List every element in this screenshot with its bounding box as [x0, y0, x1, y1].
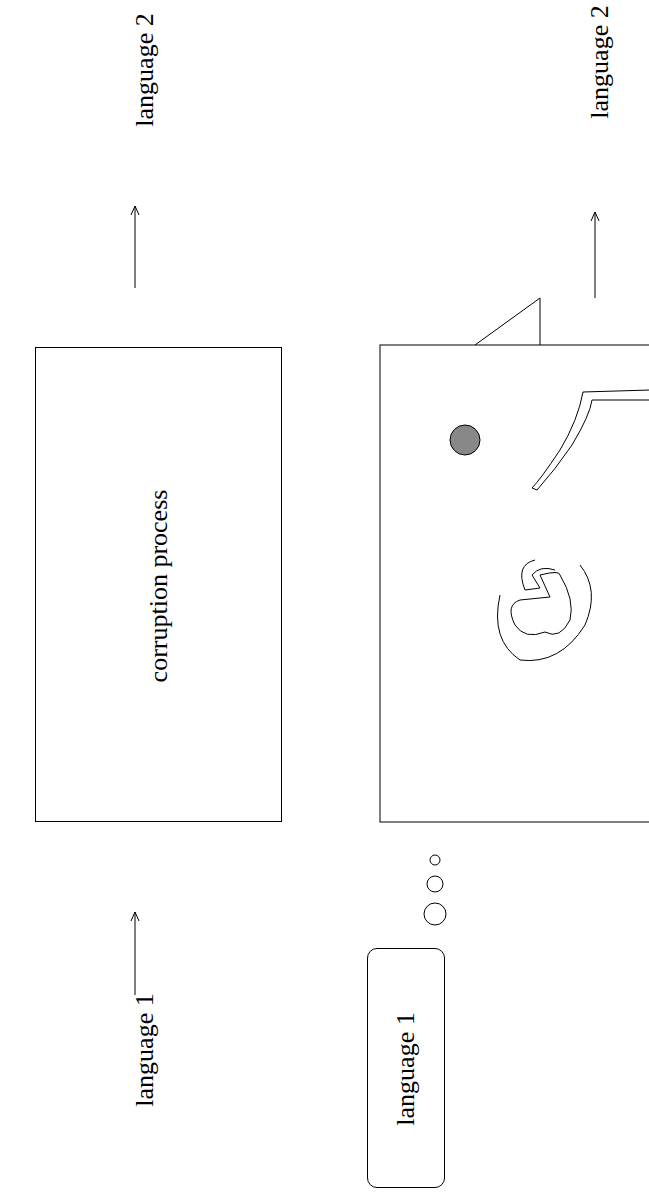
- face-mouth: [511, 573, 571, 635]
- flow-arrow: [595, 212, 596, 298]
- flow-arrow: [135, 912, 136, 995]
- node-text: corruption process: [146, 489, 172, 682]
- thought-box: language 1: [367, 948, 445, 1188]
- flow-arrow: [135, 206, 136, 288]
- node-text: language 1: [393, 1012, 419, 1125]
- face-eye: [450, 425, 480, 455]
- face-mouth: [522, 560, 555, 590]
- language-label: language 2: [132, 13, 158, 126]
- face-ear: [475, 298, 540, 345]
- face-mouth: [498, 565, 592, 661]
- face-head: [380, 345, 649, 822]
- language-label: language 2: [587, 5, 613, 118]
- thought-bubble: [427, 876, 443, 892]
- process-box: corruption process: [35, 347, 282, 822]
- face-nose: [532, 390, 649, 490]
- thought-bubble: [430, 855, 440, 865]
- thought-bubble: [424, 903, 446, 925]
- language-label: language 1: [132, 993, 158, 1106]
